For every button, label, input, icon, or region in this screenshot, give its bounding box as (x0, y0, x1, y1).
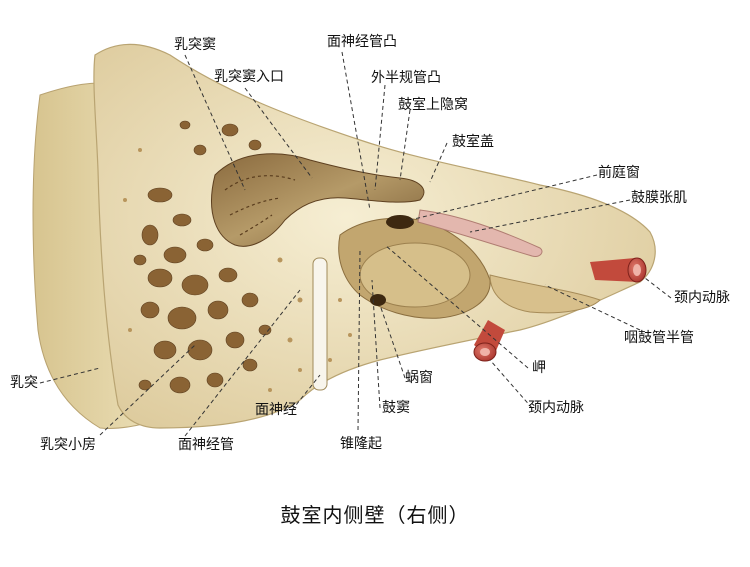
label-mastoid-cells: 乳突小房 (40, 437, 96, 453)
label-antrum-entrance: 乳突窦入口 (214, 69, 284, 85)
label-mastoid-antrum: 乳突窦 (174, 37, 216, 53)
label-epitympanic-recess: 鼓室上隐窝 (398, 97, 468, 113)
label-tegmen-tympani: 鼓室盖 (452, 134, 494, 150)
internal-carotid-artery-right (590, 257, 647, 283)
bone-pores (123, 148, 352, 392)
label-lateral-semicircular-canal-prominence: 外半规管凸 (371, 70, 441, 86)
label-promontory: 岬 (532, 360, 546, 376)
label-pharyngotympanic-tube-semicanal: 咽鼓管半管 (624, 330, 694, 346)
antrum-texture (224, 175, 296, 236)
figure-caption: 鼓室内侧壁（右侧） (280, 503, 470, 527)
label-oval-window: 前庭窗 (598, 165, 640, 181)
label-mastoid-process: 乳突 (10, 375, 38, 391)
eustachian-tube-region (489, 274, 601, 314)
mastoid-antrum-cavity (211, 153, 425, 247)
oval-window (386, 215, 414, 229)
label-tensor-tympani: 鼓膜张肌 (631, 190, 687, 206)
label-facial-canal-prominence: 面神经管凸 (327, 34, 397, 50)
facial-nerve-canal (312, 257, 328, 391)
tensor-tympani-muscle (417, 209, 543, 257)
label-pyramidal-eminence: 锥隆起 (340, 436, 382, 452)
label-facial-canal: 面神经管 (178, 437, 234, 453)
leader-lines (39, 51, 672, 437)
label-internal-carotid-artery-bottom: 颈内动脉 (528, 400, 584, 416)
label-tympanic-sinus: 鼓窦 (382, 400, 410, 416)
round-window (370, 294, 386, 306)
internal-carotid-artery-bottom (473, 320, 505, 362)
mastoid-air-cells (133, 120, 272, 394)
label-round-window: 蜗窗 (405, 370, 433, 386)
label-internal-carotid-artery-top: 颈内动脉 (674, 290, 730, 306)
label-facial-nerve: 面神经 (255, 402, 297, 418)
